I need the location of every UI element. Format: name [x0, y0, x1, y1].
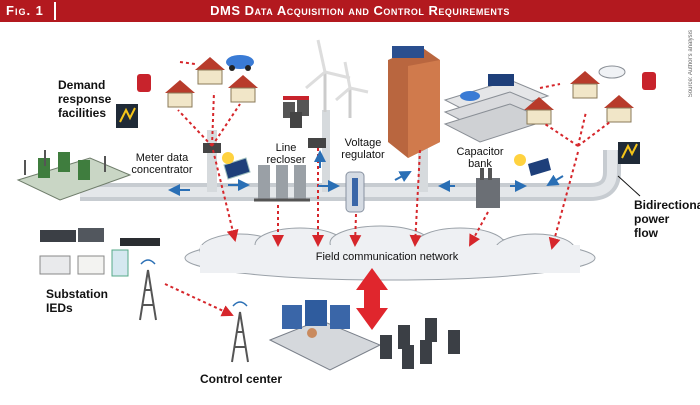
label-demand-response: Demand response facilities: [58, 78, 112, 120]
label-substation-ieds: Substation IEDs: [46, 287, 108, 315]
label-voltage-regulator: Voltage regulator: [341, 137, 385, 161]
power-flow-arrows: [168, 150, 564, 196]
battery-storage-icon: [283, 96, 309, 128]
server-rack-icon: [380, 318, 460, 369]
label-meter-concentrator: Meter data concentrator: [131, 152, 193, 176]
feeder-line: [80, 110, 621, 201]
house-icon: [195, 57, 225, 85]
substation-icon: [16, 150, 132, 201]
wind-turbine-icon: [305, 39, 369, 118]
label-field-network: Field communication network: [315, 251, 459, 263]
house-icon: [228, 75, 258, 103]
parking-garage-icon: [443, 74, 550, 143]
power-meter-icon: [116, 104, 138, 128]
solar-panel-icon: [514, 154, 551, 176]
label-line-recloser: Line recloser: [266, 142, 306, 166]
label-control-center: Control center: [200, 372, 283, 386]
solar-panel-icon: [222, 152, 251, 180]
commercial-building-icon: [388, 46, 440, 158]
cloud-control-arrow: [356, 268, 388, 330]
network-links: [164, 61, 611, 317]
title-banner: [0, 0, 700, 22]
label-capacitor-bank: Capacitor bank: [456, 146, 504, 170]
electric-car-icon: [226, 55, 254, 71]
control-center-icon: [268, 300, 382, 371]
house-icon: [570, 71, 600, 99]
electric-car-icon: [598, 65, 626, 79]
meter-concentrator-icon: [203, 143, 221, 153]
figure-title: DMS Data Acquisition and Control Require…: [210, 3, 510, 18]
label-bidirectional-flow: Bidirectional power flow: [634, 198, 700, 240]
recloser-icon: [254, 165, 310, 202]
power-meter-icon: [618, 142, 640, 164]
bidirectional-pointer: [617, 175, 641, 197]
house-icon: [165, 80, 195, 108]
house-icon: [604, 95, 634, 123]
ied-device-icon: [39, 228, 160, 277]
thermostat-icon: [642, 72, 656, 90]
figure-label: Fig. 1: [6, 3, 44, 18]
voltage-regulator-icon: [308, 138, 365, 213]
radio-tower-icon: [231, 301, 249, 363]
capacitor-bank-icon: [476, 168, 500, 208]
house-icon: [524, 97, 554, 125]
banner-divider: [54, 2, 56, 20]
dms-diagram: [16, 39, 656, 371]
thermostat-icon: [137, 74, 151, 92]
radio-tower-icon: [139, 259, 157, 321]
